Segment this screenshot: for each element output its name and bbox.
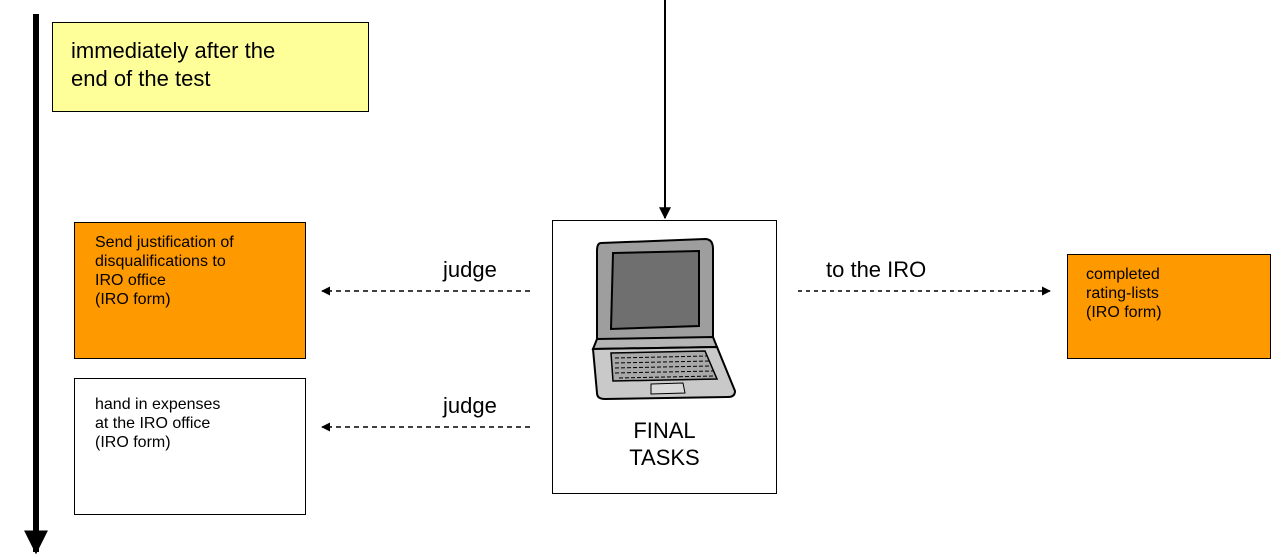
expenses-line: (IRO form)	[95, 434, 171, 451]
rating-lists-box: completed rating-lists (IRO form)	[1067, 254, 1271, 359]
rating-lists-line: (IRO form)	[1086, 304, 1162, 321]
timeline-note-line: end of the test	[71, 66, 211, 91]
expenses-box: hand in expenses at the IRO office (IRO …	[74, 378, 306, 515]
judge-label-bottom: judge	[443, 393, 497, 418]
rating-lists-line: completed	[1086, 266, 1160, 283]
final-tasks-label: FINAL TASKS	[553, 417, 776, 471]
expenses-line: hand in expenses	[95, 396, 221, 413]
disqualification-box: Send justification of disqualifications …	[74, 222, 306, 359]
laptop-icon	[591, 237, 737, 401]
disqualification-line: disqualifications to	[95, 253, 226, 270]
final-tasks-box: FINAL TASKS	[552, 220, 777, 494]
expenses-line: at the IRO office	[95, 415, 211, 432]
final-tasks-line: FINAL	[633, 418, 696, 443]
timeline-note-line: immediately after the	[71, 38, 276, 63]
judge-label-top: judge	[443, 257, 497, 282]
to-iro-label: to the IRO	[826, 257, 927, 282]
final-tasks-line: TASKS	[629, 445, 700, 470]
timeline-note: immediately after the end of the test	[52, 22, 369, 112]
disqualification-line: (IRO form)	[95, 291, 171, 308]
disqualification-line: Send justification of	[95, 234, 234, 251]
disqualification-line: IRO office	[95, 272, 166, 289]
rating-lists-line: rating-lists	[1086, 285, 1159, 302]
